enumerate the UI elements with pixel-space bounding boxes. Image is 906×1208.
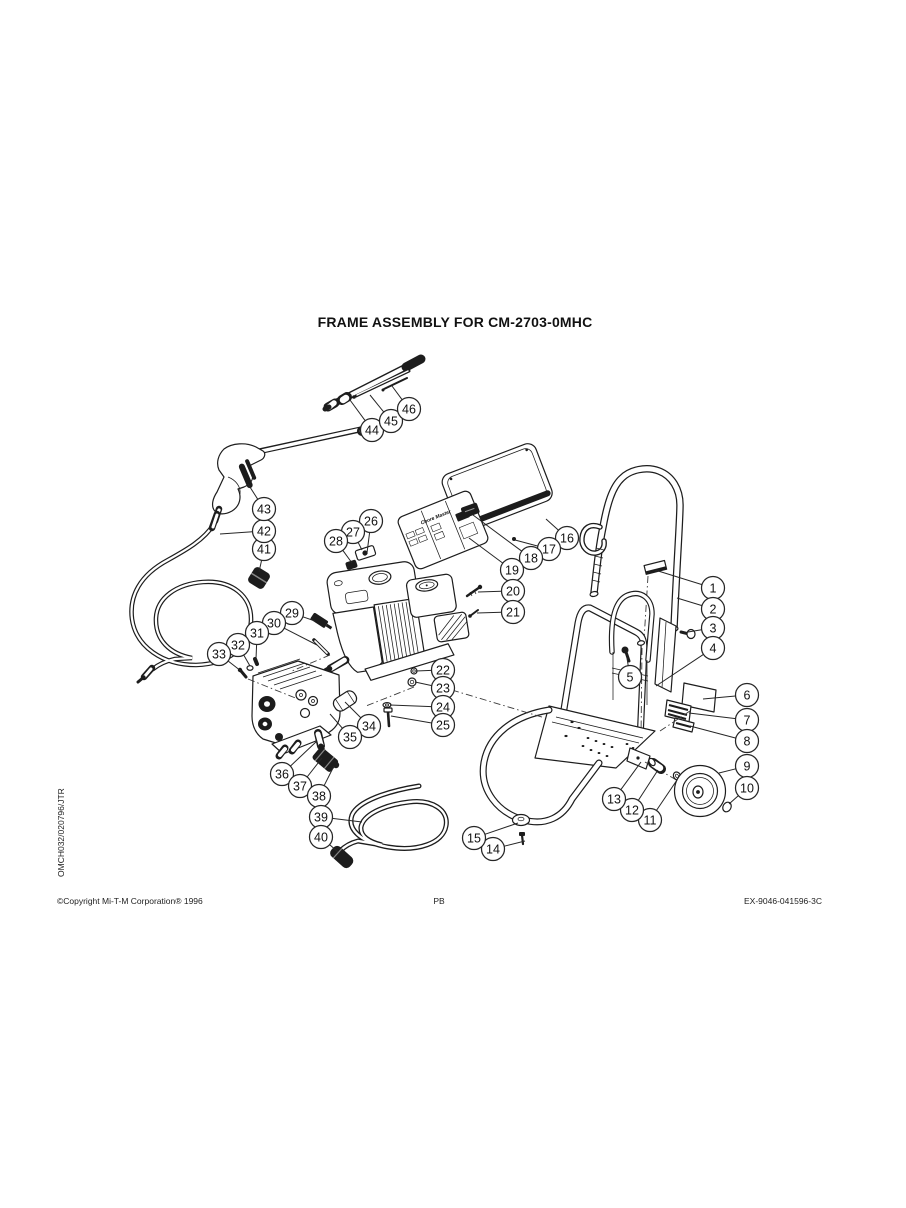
callout-22: 22 (415, 657, 456, 683)
callout-37: 37 (287, 757, 323, 799)
callout-45: 45 (369, 394, 404, 434)
svg-text:40: 40 (314, 830, 328, 844)
svg-text:30: 30 (267, 616, 281, 630)
hp-hose-drawing (129, 510, 270, 684)
wand-lance-drawing (322, 354, 426, 412)
callout-13: 13 (601, 761, 642, 812)
svg-text:24: 24 (436, 700, 450, 714)
callout-40: 40 (308, 824, 339, 853)
callout-42: 42 (219, 518, 277, 544)
callout-4: 4 (655, 635, 726, 687)
svg-text:13: 13 (607, 792, 621, 806)
callout-18: 18 (472, 514, 544, 571)
callout-9: 9 (718, 753, 760, 779)
svg-text:27: 27 (346, 525, 360, 539)
svg-text:45: 45 (384, 414, 398, 428)
callout-1: 1 (654, 569, 726, 601)
callout-44: 44 (349, 399, 385, 443)
callout-33: 33 (206, 641, 242, 672)
callout-43: 43 (247, 483, 277, 522)
svg-text:42: 42 (257, 524, 271, 538)
svg-text:38: 38 (312, 789, 326, 803)
pump-drawing (237, 612, 358, 772)
callout-26: 26 (358, 508, 384, 554)
svg-text:18: 18 (524, 551, 538, 565)
svg-text:9: 9 (744, 759, 751, 773)
footer-page-code: PB (433, 896, 445, 906)
callout-6: 6 (702, 682, 760, 708)
callout-12: 12 (619, 769, 659, 823)
callout-23: 23 (414, 675, 456, 701)
svg-text:2: 2 (710, 602, 717, 616)
svg-text:17: 17 (542, 542, 556, 556)
svg-text:25: 25 (436, 718, 450, 732)
svg-text:11: 11 (644, 813, 657, 827)
callout-7: 7 (688, 707, 760, 733)
svg-text:8: 8 (744, 734, 751, 748)
callout-36: 36 (269, 740, 318, 787)
callout-28: 28 (323, 528, 353, 564)
callout-31: 31 (244, 620, 270, 660)
svg-text:21: 21 (506, 605, 520, 619)
svg-text:19: 19 (505, 563, 519, 577)
side-label: OMCH032/020796/JTR (56, 788, 66, 877)
svg-text:26: 26 (364, 514, 378, 528)
svg-text:33: 33 (212, 647, 226, 661)
callout-34: 34 (344, 701, 382, 739)
footer-copyright: ©Copyright Mi-T-M Corporation® 1996 (57, 896, 203, 906)
callout-5: 5 (617, 657, 643, 690)
svg-text:22: 22 (436, 663, 450, 677)
svg-text:7: 7 (744, 713, 751, 727)
svg-text:32: 32 (231, 638, 245, 652)
svg-text:31: 31 (250, 626, 264, 640)
svg-text:1: 1 (710, 581, 717, 595)
svg-text:4: 4 (710, 641, 717, 655)
svg-text:34: 34 (362, 719, 376, 733)
svg-text:41: 41 (257, 542, 271, 556)
callout-41: 41 (251, 536, 277, 573)
svg-text:14: 14 (486, 842, 500, 856)
callout-layer: 1234567891011121314151617181920212223242… (206, 385, 760, 862)
page-title: FRAME ASSEMBLY FOR CM-2703-0MHC (318, 314, 593, 330)
svg-text:10: 10 (740, 781, 754, 795)
svg-text:39: 39 (314, 810, 328, 824)
callout-24: 24 (389, 694, 456, 720)
callout-29: 29 (279, 600, 316, 626)
callout-25: 25 (390, 712, 456, 738)
svg-text:29: 29 (285, 606, 299, 620)
callout-10: 10 (728, 775, 760, 805)
cart-frame-drawing (451, 465, 732, 846)
callout-20: 20 (477, 578, 526, 604)
panel-drawing: Chore Master (397, 443, 553, 570)
callout-46: 46 (391, 385, 422, 422)
callout-17: 17 (514, 536, 562, 562)
callout-19: 19 (468, 537, 525, 583)
svg-text:28: 28 (329, 534, 343, 548)
callout-8: 8 (689, 725, 760, 754)
callout-15: 15 (461, 822, 519, 851)
svg-text:15: 15 (467, 831, 481, 845)
svg-text:20: 20 (506, 584, 520, 598)
svg-text:36: 36 (275, 767, 289, 781)
svg-text:35: 35 (343, 730, 357, 744)
svg-text:12: 12 (625, 803, 639, 817)
svg-text:44: 44 (365, 423, 379, 437)
svg-text:5: 5 (627, 670, 634, 684)
callout-16: 16 (545, 518, 580, 551)
callout-35: 35 (329, 713, 363, 750)
svg-text:37: 37 (293, 779, 307, 793)
svg-text:6: 6 (744, 688, 751, 702)
svg-text:16: 16 (560, 531, 574, 545)
bypass-hose-drawing (330, 783, 449, 869)
svg-text:3: 3 (710, 621, 717, 635)
hose-fitting-41 (248, 567, 270, 589)
svg-text:23: 23 (436, 681, 450, 695)
callout-14: 14 (480, 836, 526, 862)
footer-doc-code: EX-9046-041596-3C (744, 896, 822, 906)
engine-drawing (322, 545, 483, 728)
svg-text:43: 43 (257, 502, 271, 516)
svg-text:46: 46 (402, 402, 416, 416)
callout-21: 21 (476, 599, 526, 625)
callout-11: 11 (637, 779, 678, 833)
